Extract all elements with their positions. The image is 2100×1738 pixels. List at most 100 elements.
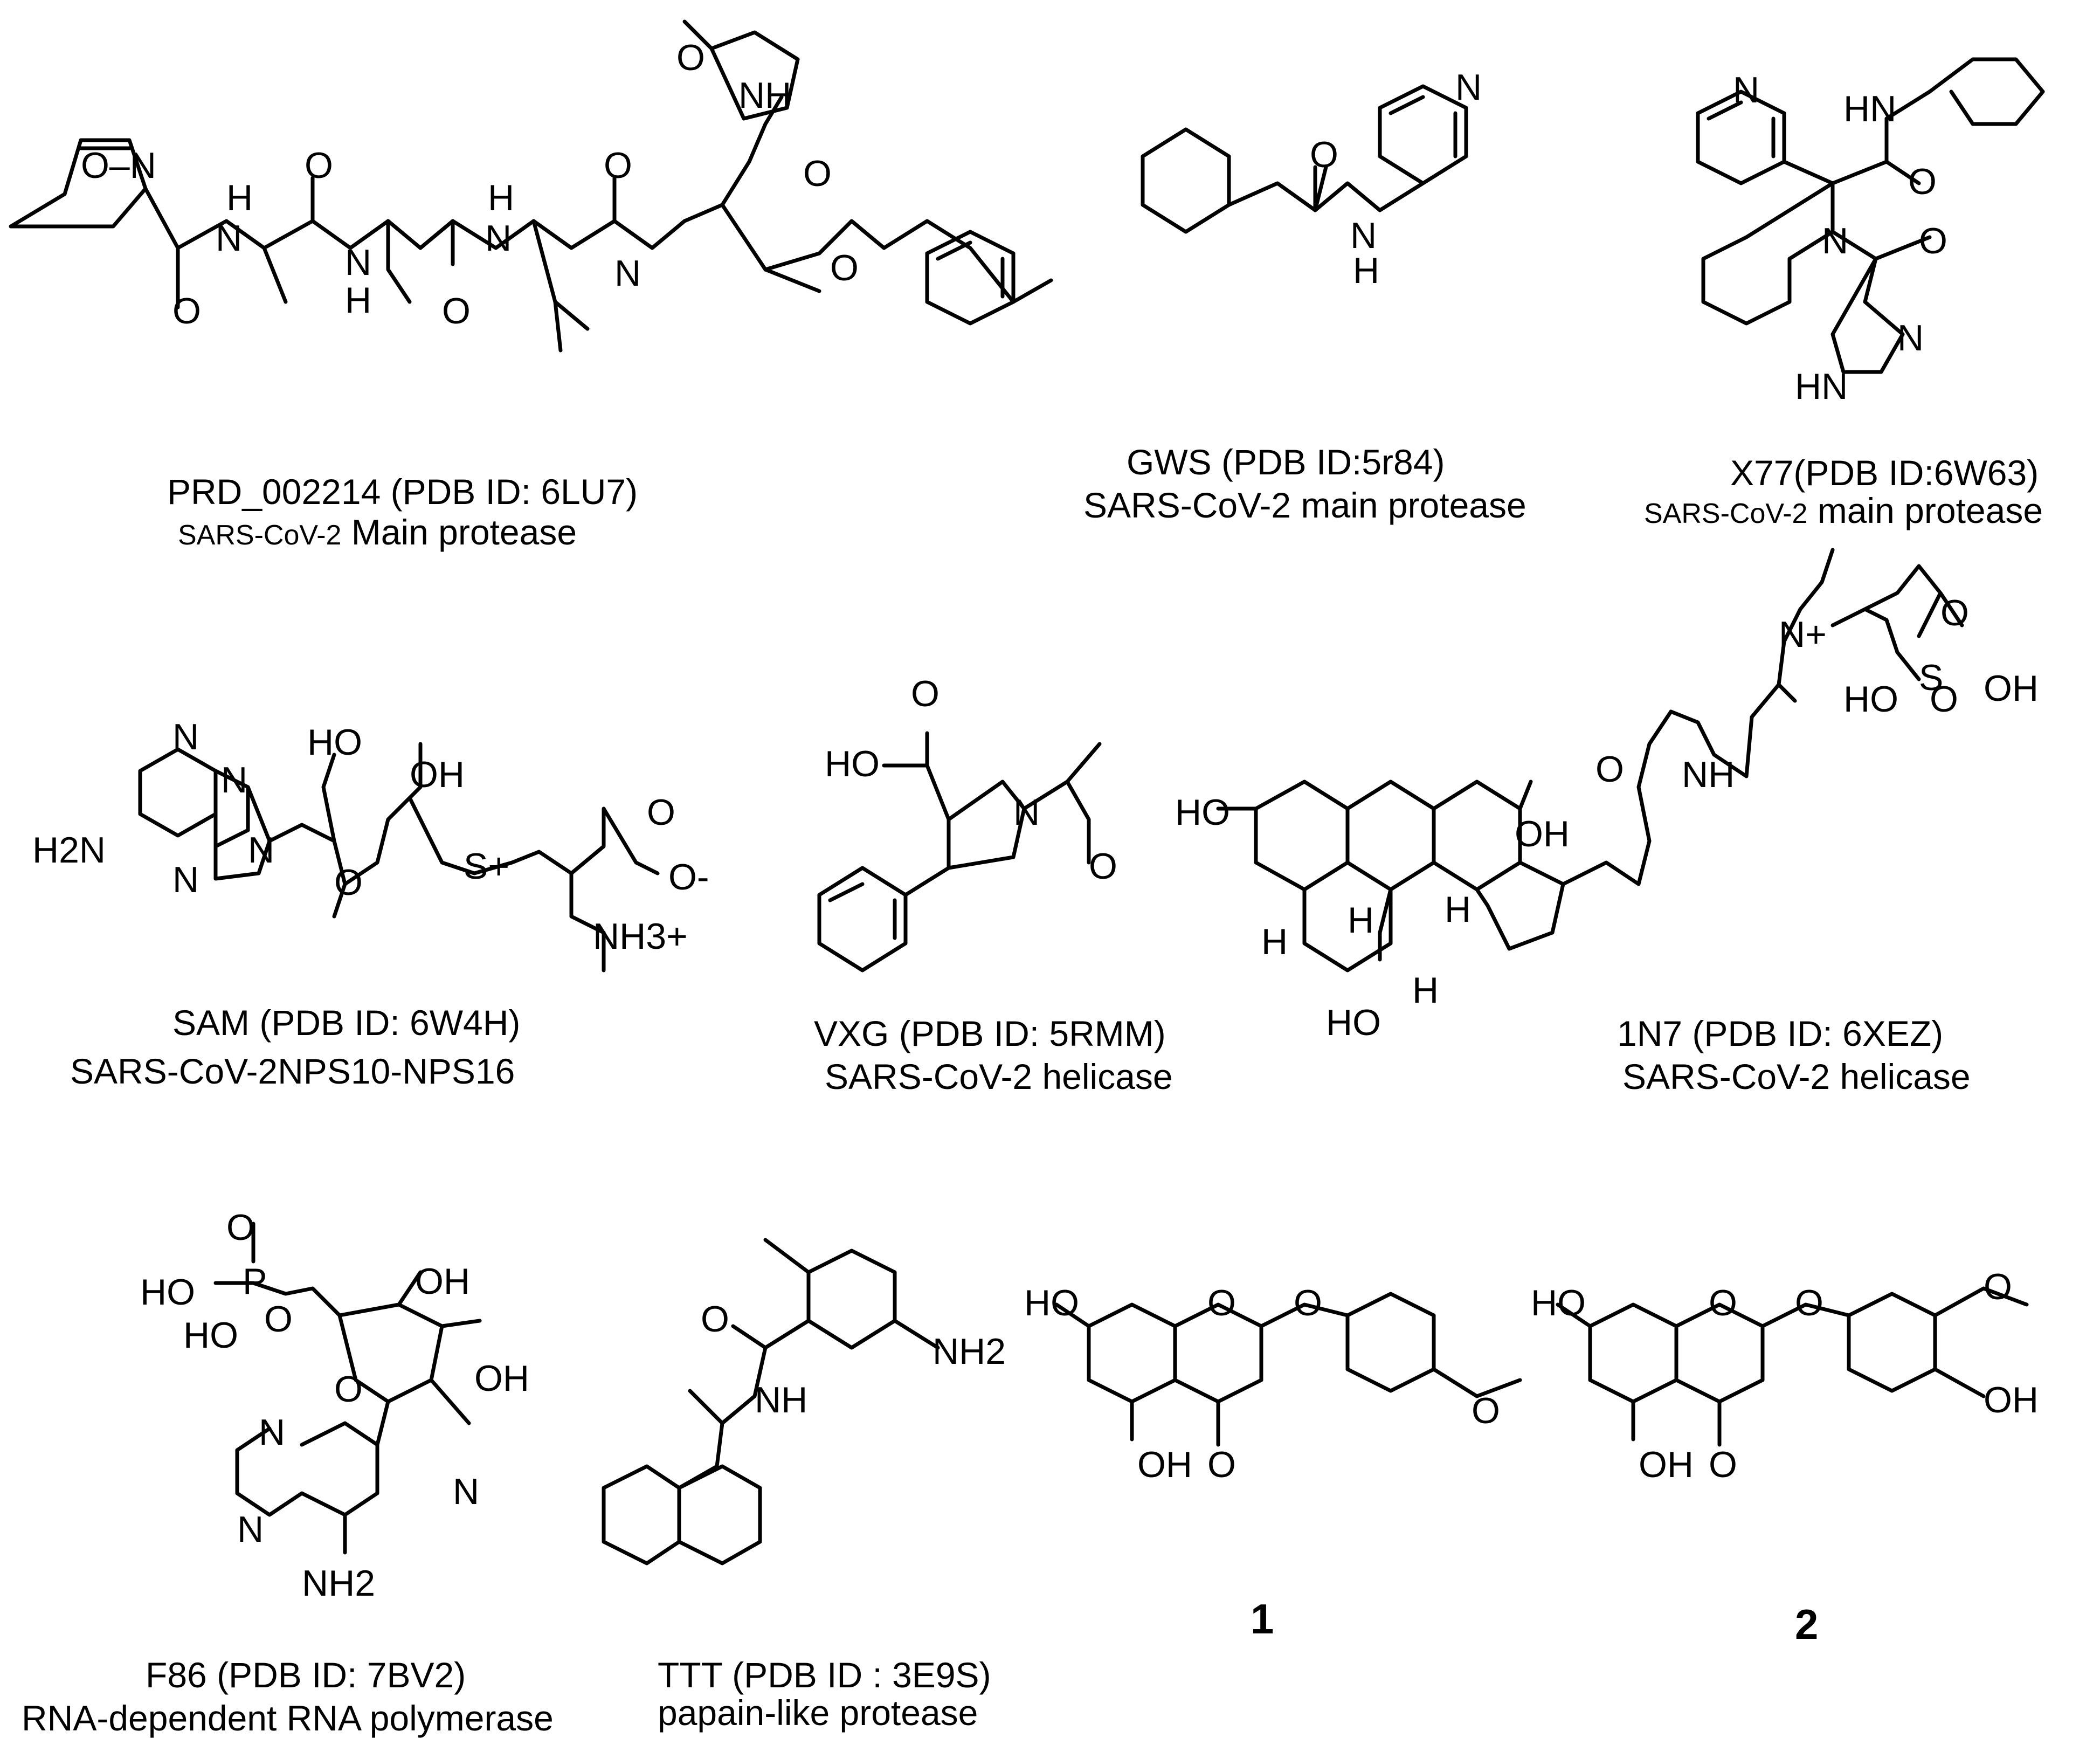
caption-ttt-name: TTT (PDB ID : 3E9S) [658,1655,991,1695]
molecule-ttt: O NH NH2 [602,1238,1006,1565]
atom-o: O–N [81,145,156,186]
svg-text:HN: HN [1843,88,1896,129]
svg-text:O: O [830,247,859,288]
svg-text:HO: HO [1175,792,1230,833]
svg-text:N: N [1897,318,1924,358]
svg-text:H: H [1445,889,1471,930]
svg-text:H: H [1348,900,1374,941]
svg-text:N: N [1350,215,1377,256]
svg-text:H: H [1261,921,1288,962]
svg-text:N: N [172,716,199,757]
svg-text:HN: HN [1795,366,1848,407]
molecule-prd-002214: O–N O H N O N H O H N O N O NH O O [9,19,1053,353]
svg-text:O: O [442,291,471,332]
svg-text:HO: HO [307,722,362,763]
svg-text:O: O [1310,134,1338,175]
caption-1n7-target: SARS-CoV-2 helicase [1622,1057,1971,1096]
svg-text:OH: OH [1984,1380,2039,1420]
svg-text:HO: HO [1024,1282,1079,1323]
svg-text:H: H [1412,970,1439,1011]
molecule-compound-1: HO O O OH O O [1024,1282,1522,1485]
svg-text:N: N [221,760,247,801]
caption-gws-name: GWS (PDB ID:5r84) [1127,442,1445,482]
svg-text:H: H [488,177,514,218]
svg-text:H: H [345,280,371,321]
svg-text:O: O [1294,1282,1322,1323]
molecule-x77: N HN O N O N HN [1696,57,2045,407]
svg-text:N: N [216,218,242,259]
caption-gws-target: SARS-CoV-2 main protease [1083,485,1526,525]
svg-text:OH: OH [410,754,465,795]
svg-text:N: N [614,253,641,294]
svg-text:O: O [264,1299,293,1340]
caption-vxg-target: SARS-CoV-2 helicase [825,1057,1173,1096]
svg-text:O: O [1709,1444,1737,1485]
svg-text:O: O [1472,1390,1500,1431]
svg-text:S+: S+ [464,846,509,887]
svg-text:O: O [803,153,832,194]
caption-sam-name: SAM (PDB ID: 6W4H) [172,1003,520,1043]
svg-text:HO: HO [1843,679,1898,720]
svg-text:HO: HO [1531,1282,1586,1323]
svg-text:H: H [1353,250,1379,291]
svg-text:NH: NH [1682,754,1735,795]
svg-text:O: O [334,1369,363,1410]
svg-text:HO: HO [825,743,880,784]
svg-text:O: O [334,862,363,903]
svg-text:O: O [1709,1282,1737,1323]
caption-sam-target: SARS-CoV-2NPS10-NPS16 [70,1051,515,1091]
svg-text:N: N [1013,792,1040,833]
svg-text:O: O [604,145,632,186]
caption-f86-name: F86 (PDB ID: 7BV2) [146,1655,466,1695]
svg-text:NH: NH [755,1380,807,1420]
caption-x77-name: X77(PDB ID:6W63) [1730,453,2039,493]
svg-text:N: N [453,1471,479,1512]
svg-text:NH3+: NH3+ [593,916,688,957]
svg-text:S: S [1919,657,1943,698]
svg-text:N: N [1733,70,1759,111]
svg-text:HO: HO [183,1315,238,1356]
svg-text:O: O [305,145,333,186]
svg-text:N: N [1822,220,1848,261]
svg-text:O: O [1207,1444,1236,1485]
caption-f86-target: RNA-dependent RNA polymerase [22,1698,554,1738]
molecule-1n7: HO OH H H H H HO O NH N+ HO S O O OH [1175,548,2039,1043]
caption-ttt-target: papain-like protease [658,1693,978,1733]
svg-text:O: O [1207,1282,1236,1323]
molecule-f86: O P HO HO O OH OH O N N N NH2 [140,1207,529,1604]
svg-text:O: O [1908,161,1937,202]
svg-text:O: O [226,1207,255,1248]
svg-text:O: O [1795,1282,1823,1323]
svg-text:N: N [1455,67,1482,108]
svg-text:N: N [485,218,512,259]
svg-text:O-: O- [668,857,709,898]
svg-text:HO: HO [1326,1002,1381,1043]
svg-text:O: O [1940,592,1969,633]
svg-text:NH: NH [738,75,791,116]
svg-text:O: O [1984,1266,2012,1307]
molecule-sam: N H2N N N N HO OH O S+ O O- NH3+ [32,716,709,973]
svg-text:OH: OH [415,1261,470,1302]
svg-text:N: N [237,1509,264,1550]
svg-text:N+: N+ [1779,614,1827,655]
svg-text:H: H [226,177,253,218]
svg-text:N: N [172,859,199,900]
svg-text:N: N [259,1412,285,1453]
svg-text:NH2: NH2 [302,1563,375,1604]
svg-text:O: O [911,673,940,714]
svg-text:OH: OH [1515,813,1570,854]
svg-text:P: P [243,1261,267,1302]
svg-text:OH: OH [1639,1444,1694,1485]
svg-text:O: O [676,37,705,78]
svg-text:H2N: H2N [32,830,106,871]
svg-text:O: O [1089,846,1117,887]
svg-text:N: N [345,242,371,283]
caption-prd-target: SARS-CoV-2 Main protease [178,512,577,552]
caption-compound-2: 2 [1795,1601,1818,1648]
svg-text:HO: HO [140,1272,195,1313]
molecule-vxg: O HO N O [817,673,1117,973]
molecule-compound-2: HO O O OH O O OH [1531,1266,2039,1485]
molecule-gws: O N H N [1141,67,1482,291]
caption-1n7-name: 1N7 (PDB ID: 6XEZ) [1617,1013,1943,1053]
